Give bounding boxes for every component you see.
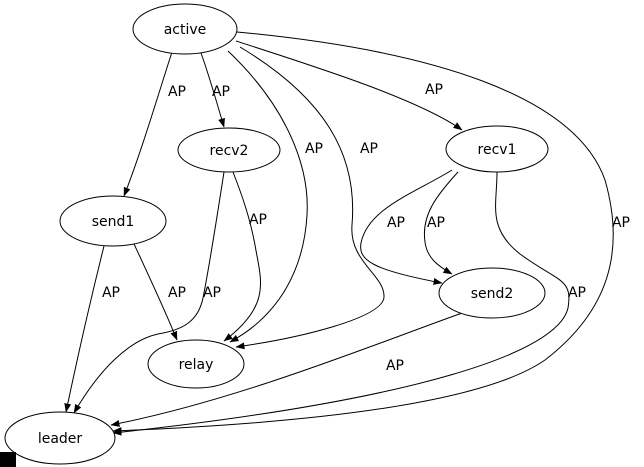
edge-send1-leader bbox=[64, 245, 105, 413]
edge-recv1-send2 bbox=[360, 169, 453, 285]
edge-label-active-send1: AP bbox=[168, 84, 186, 100]
edge-send2-leader bbox=[110, 311, 466, 427]
edge-label-recv2-relay: AP bbox=[249, 212, 267, 228]
edge-recv1-send2 bbox=[423, 171, 459, 275]
node-ellipse-send1 bbox=[59, 195, 167, 247]
edge-label-active-recv2: AP bbox=[212, 84, 230, 100]
node-ellipse-send2 bbox=[438, 267, 546, 319]
edge-label-recv1-leader: AP bbox=[568, 285, 586, 301]
node-label-send1: send1 bbox=[92, 214, 135, 230]
edge-recv1-leader bbox=[112, 171, 570, 436]
edge-label-send1-leader: AP bbox=[102, 285, 120, 301]
node-ellipse-recv2 bbox=[177, 127, 281, 173]
edge-label-active-leader: AP bbox=[612, 215, 630, 231]
edge-label-send2-leader: AP bbox=[386, 358, 404, 374]
edge-send1-relay bbox=[133, 243, 178, 341]
node-ellipse-relay bbox=[147, 339, 245, 389]
node-recv1: recv1 bbox=[445, 125, 549, 173]
edge-label-recv1-send2: AP bbox=[387, 215, 405, 231]
edge-label-send1-relay: AP bbox=[168, 285, 186, 301]
node-leader: leader bbox=[4, 411, 116, 465]
edge-label-recv1-send2: AP bbox=[427, 215, 445, 231]
node-label-active: active bbox=[164, 22, 207, 38]
node-label-relay: relay bbox=[179, 357, 214, 373]
corner-artifact bbox=[0, 452, 16, 467]
node-ellipse-leader bbox=[4, 411, 116, 465]
edge-active-relay bbox=[235, 46, 385, 350]
edge-label-active-relay: AP bbox=[360, 141, 378, 157]
edge-active-recv2 bbox=[200, 52, 225, 128]
node-label-leader: leader bbox=[38, 431, 83, 447]
edge-active-relay bbox=[227, 50, 308, 343]
node-send2: send2 bbox=[438, 267, 546, 319]
node-label-recv2: recv2 bbox=[210, 143, 249, 159]
node-label-send2: send2 bbox=[471, 286, 514, 302]
edge-recv2-relay bbox=[223, 171, 261, 342]
edge-active-send1 bbox=[123, 51, 173, 197]
node-active: active bbox=[132, 3, 238, 55]
node-label-recv1: recv1 bbox=[478, 142, 517, 158]
node-recv2: recv2 bbox=[177, 127, 281, 173]
node-ellipse-recv1 bbox=[445, 125, 549, 173]
edge-active-recv1 bbox=[235, 40, 463, 131]
node-ellipse-active bbox=[132, 3, 238, 55]
edge-label-active-recv1: AP bbox=[425, 82, 443, 98]
edge-recv2-leader bbox=[73, 171, 225, 414]
node-send1: send1 bbox=[59, 195, 167, 247]
node-relay: relay bbox=[147, 339, 245, 389]
edge-label-recv2-leader: AP bbox=[203, 285, 221, 301]
edge-active-leader bbox=[112, 31, 614, 435]
edge-label-active-relay: AP bbox=[305, 141, 323, 157]
